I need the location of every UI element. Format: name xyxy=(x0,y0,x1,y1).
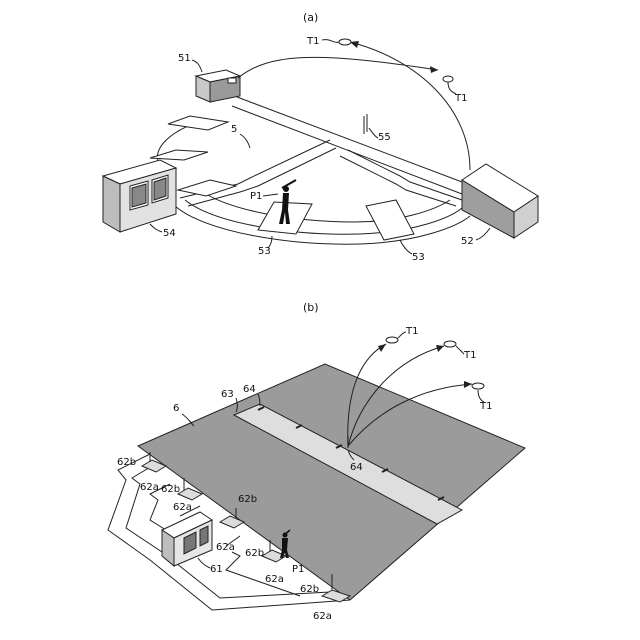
field-6 xyxy=(138,364,525,600)
leader-54 xyxy=(150,224,162,232)
leader-target-top xyxy=(322,40,339,43)
mat-bottom-left xyxy=(178,180,236,196)
label-62a-2: 62a xyxy=(173,502,192,513)
building-61 xyxy=(162,512,212,566)
label-62b-1: 62b xyxy=(117,457,136,468)
label-62b-4: 62b xyxy=(245,548,264,559)
label-62a-5: 62a xyxy=(313,611,332,622)
target-b-1 xyxy=(386,337,398,343)
label-62b-2: 62b xyxy=(161,484,180,495)
building-52 xyxy=(462,164,538,238)
label-mat-right: 53 xyxy=(412,252,425,263)
label-player-b: P1 xyxy=(292,564,304,575)
path-strip-bottom xyxy=(232,106,462,194)
label-51: 51 xyxy=(178,53,191,64)
label-target-b-2: T1 xyxy=(463,350,476,361)
leader-61 xyxy=(198,558,210,568)
label-54: 54 xyxy=(163,228,176,239)
arc-2-arrow xyxy=(436,345,444,352)
leader-t-b-1 xyxy=(398,332,406,338)
flight-arc-51 xyxy=(238,57,438,78)
leader-t-b-2 xyxy=(456,346,464,354)
label-62b-3: 62b xyxy=(238,494,257,505)
label-target-b-3: T1 xyxy=(479,401,492,412)
label-6: 6 xyxy=(173,403,179,414)
target-b-2 xyxy=(444,341,456,347)
label-64-mid: 64 xyxy=(350,462,363,473)
label-player-a: P1 xyxy=(250,191,262,202)
caption-b: (b) xyxy=(303,301,319,314)
label-5: 5 xyxy=(231,124,237,135)
label-64-top: 64 xyxy=(243,384,256,395)
label-62a-4: 62a xyxy=(265,574,284,585)
leader-55 xyxy=(369,128,378,138)
label-55: 55 xyxy=(378,132,391,143)
label-62a-3: 62a xyxy=(216,542,235,553)
building-51 xyxy=(196,70,240,102)
label-target-right: T1 xyxy=(454,93,467,104)
arc-1-arrow xyxy=(378,344,386,352)
label-61: 61 xyxy=(210,564,223,575)
label-target-top: T1 xyxy=(306,36,319,47)
caption-a: (a) xyxy=(303,11,318,24)
label-62a-1: 62a xyxy=(140,482,159,493)
leader-5 xyxy=(240,134,250,148)
leader-player-a xyxy=(263,194,278,196)
building-54 xyxy=(103,160,176,232)
label-52: 52 xyxy=(461,236,474,247)
figure-b: (b) xyxy=(108,301,525,622)
pole-55 xyxy=(364,114,367,134)
label-63: 63 xyxy=(221,389,234,400)
target-b-3 xyxy=(472,383,484,389)
path-strip-top xyxy=(237,97,470,185)
label-62b-5: 62b xyxy=(300,584,319,595)
leader-51 xyxy=(192,60,202,72)
mat-53-right xyxy=(366,200,414,240)
path-branch-right xyxy=(340,150,462,206)
leader-mat-right xyxy=(400,240,412,254)
target-right xyxy=(443,76,453,82)
figure-a: (a) 51 T1 xyxy=(103,11,538,263)
leader-52 xyxy=(476,228,490,240)
mat-top-left xyxy=(168,116,228,130)
arc-3-arrow xyxy=(464,381,472,388)
target-top xyxy=(339,39,351,45)
label-target-b-1: T1 xyxy=(405,326,418,337)
arrow-arc-51 xyxy=(430,66,438,73)
